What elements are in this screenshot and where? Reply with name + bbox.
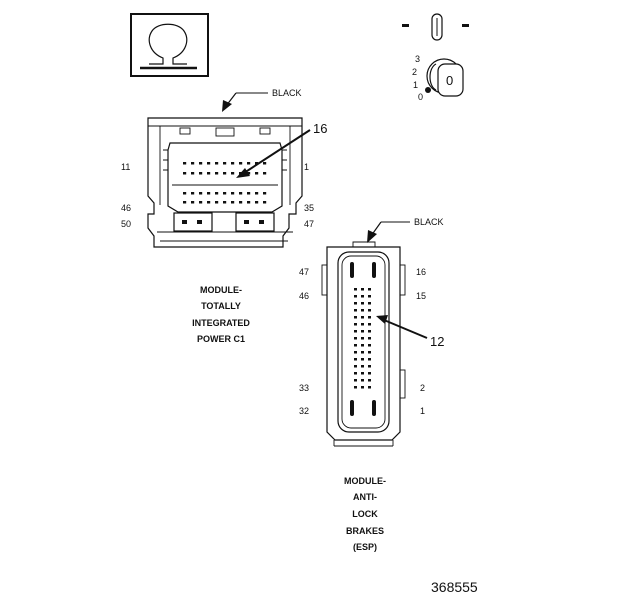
abs-pin-15: 15 [416, 291, 426, 301]
ignition-switch-icon: 3 2 1 0 0 [402, 13, 469, 102]
c1-callout-number: 16 [313, 121, 327, 136]
c1-pin-35: 35 [304, 203, 314, 213]
abs-pin-2: 2 [420, 383, 425, 393]
abs-callout-number: 12 [430, 334, 444, 349]
ignition-number-2: 2 [412, 67, 417, 77]
abs-pin-47: 47 [299, 267, 309, 277]
ignition-key-label: 0 [446, 73, 453, 88]
abs-caption-line-2: ANTI- [353, 492, 377, 502]
ignition-number-1: 1 [413, 80, 418, 90]
c1-caption-line-2: TOTALLY [201, 301, 241, 311]
abs-pin-1: 1 [420, 406, 425, 416]
ignition-number-0: 0 [418, 92, 423, 102]
c1-pin-50: 50 [121, 219, 131, 229]
abs-caption-line-4: BRAKES [346, 526, 384, 536]
abs-pin-46: 46 [299, 291, 309, 301]
c1-pin-1: 1 [304, 162, 309, 172]
abs-pin-grid [354, 288, 371, 389]
abs-wire-color-label: BLACK [414, 217, 444, 227]
abs-caption-line-1: MODULE- [344, 476, 386, 486]
c1-pin-11: 11 [121, 162, 130, 172]
abs-caption-line-5: (ESP) [353, 542, 377, 552]
connector-abs: BLACK [299, 217, 444, 552]
c1-caption-line-4: POWER C1 [197, 334, 245, 344]
c1-caption-line-1: MODULE- [200, 285, 242, 295]
connector-c1: BLACK [121, 88, 327, 344]
c1-pin-46: 46 [121, 203, 131, 213]
c1-pin-grid-bottom [183, 192, 267, 204]
figure-id: 368555 [431, 579, 478, 595]
abs-caption-line-3: LOCK [352, 509, 378, 519]
omega-symbol-box [130, 13, 209, 77]
ignition-number-3: 3 [415, 54, 420, 64]
c1-pin-grid-top [183, 162, 267, 175]
abs-pin-33: 33 [299, 383, 309, 393]
omega-icon [148, 23, 188, 65]
c1-caption-line-3: INTEGRATED [192, 318, 250, 328]
c1-pin-47: 47 [304, 219, 314, 229]
c1-wire-color-label: BLACK [272, 88, 302, 98]
abs-pin-16: 16 [416, 267, 426, 277]
abs-pin-32: 32 [299, 406, 309, 416]
